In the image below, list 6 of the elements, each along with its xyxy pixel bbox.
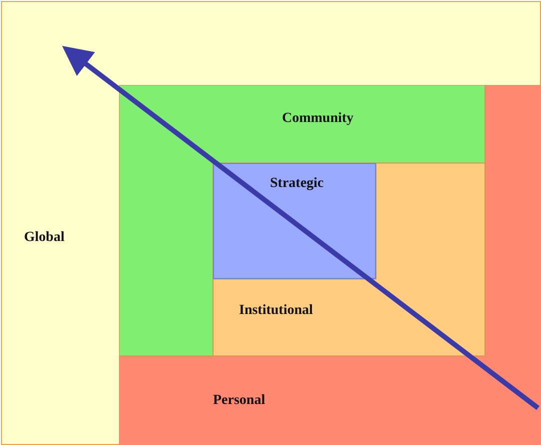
region-label: Personal xyxy=(213,393,266,409)
region-panel xyxy=(213,163,376,279)
region-label: Global xyxy=(24,230,64,246)
region-label: Community xyxy=(282,111,354,127)
region-label: Strategic xyxy=(270,176,324,192)
region-label: Institutional xyxy=(239,303,313,319)
